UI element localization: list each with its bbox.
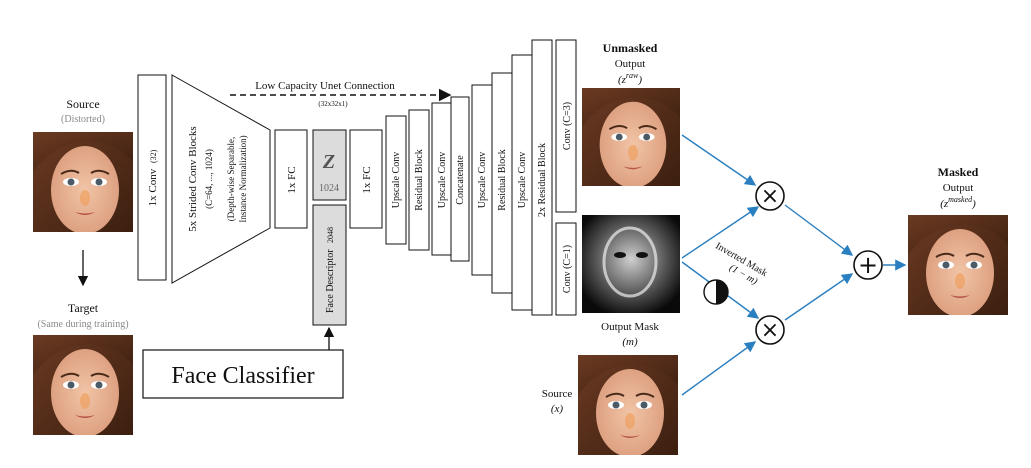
unmasked-sublabel: Output xyxy=(615,58,646,70)
strided-title: 5x Strided Conv Blocks xyxy=(187,126,199,231)
multiply-op-1-symbol: × xyxy=(761,184,779,209)
masked-sup: masked xyxy=(948,195,973,204)
source-x-symbol: (x) xyxy=(551,403,564,415)
concatenate-label: Concatenate xyxy=(455,155,466,205)
svg-text:(zraw): (zraw) xyxy=(618,71,642,86)
fc1-label: 1x FC xyxy=(286,166,298,193)
output-mask-image xyxy=(582,215,680,313)
fc2-block xyxy=(349,129,383,229)
concatenate-block xyxy=(450,96,470,262)
masked-title: Masked xyxy=(938,165,979,179)
strided-param: (C=64, ..., 1024) xyxy=(204,149,214,209)
conv-c3-label: Conv (C=3) xyxy=(562,102,573,150)
residual-2x-block xyxy=(531,39,553,316)
conv-c1-label: Conv (C=1) xyxy=(562,245,573,293)
conv-c1-block xyxy=(555,222,577,316)
upscale-conv-2-label: Upscale Conv xyxy=(437,152,448,208)
fc2-label: 1x FC xyxy=(361,166,373,193)
multiply-op-2-symbol: × xyxy=(761,318,779,343)
upscale-conv-1-label: Upscale Conv xyxy=(391,152,402,208)
conv1-block xyxy=(137,74,167,281)
masked-face-image xyxy=(908,215,1008,315)
source-x-face-image xyxy=(578,355,678,455)
masked-sublabel: Output xyxy=(943,182,974,194)
upscale-conv-4-label: Upscale Conv xyxy=(517,152,528,208)
unmasked-title: Unmasked xyxy=(603,41,658,55)
output-mask-label: Output Mask xyxy=(601,321,659,333)
unet-connection-size: (32x32x1) xyxy=(318,100,348,108)
residual-block-1-label: Residual Block xyxy=(414,149,425,210)
strided-note-2: Instance Normalization) xyxy=(238,135,248,222)
face-descriptor-block xyxy=(312,204,347,326)
multiply2-to-add-arrow xyxy=(784,273,854,321)
unet-connection-label: Low Capacity Unet Connection xyxy=(255,80,395,92)
masked-symbol: (z xyxy=(940,198,949,210)
mask-to-multiply-arrow xyxy=(681,206,760,259)
unmasked-sup: raw xyxy=(626,71,639,80)
source-to-multiply-arrow xyxy=(681,341,757,396)
multiply-op-1 xyxy=(755,181,785,211)
latent-z-dim: 1024 xyxy=(319,183,339,194)
face-classifier-block xyxy=(142,349,344,399)
residual-block-2-label: Residual Block xyxy=(497,149,508,210)
target-face-image xyxy=(33,335,133,435)
target-sublabel: (Same during training) xyxy=(37,319,128,330)
add-op xyxy=(853,250,883,280)
source-face-image xyxy=(33,132,133,232)
conv1-label: 1x Conv xyxy=(147,168,159,206)
face-classifier-label: Face Classifier xyxy=(171,363,314,389)
unmasked-close: ) xyxy=(637,74,642,86)
face-descriptor-dim: 2048 xyxy=(326,227,335,243)
source-x-label: Source xyxy=(542,388,573,400)
conv1-param: (32) xyxy=(149,149,158,163)
strided-note-1: (Depth-wise Separable, xyxy=(226,137,236,221)
multiply1-to-add-arrow xyxy=(784,204,854,256)
face-descriptor-label: Face Descriptor xyxy=(325,249,336,313)
svg-text:Face Descriptor 2048: Face Descriptor 2048 xyxy=(325,227,336,313)
residual-2x-label: 2x Residual Block xyxy=(537,143,548,217)
unmasked-symbol: (z xyxy=(618,74,627,86)
latent-z-label: Z xyxy=(322,151,335,173)
fc1-block xyxy=(274,129,308,229)
output-mask-symbol: (m) xyxy=(622,336,638,348)
add-op-symbol: + xyxy=(858,251,878,279)
latent-z-block xyxy=(312,129,347,201)
residual-block-1 xyxy=(408,109,430,251)
target-label: Target xyxy=(68,301,99,315)
svg-text:1x Conv (32): 1x Conv (32) xyxy=(147,149,159,206)
conv-c3-block xyxy=(555,39,577,213)
unmasked-to-multiply-arrow xyxy=(681,134,757,186)
masked-close: ) xyxy=(971,198,976,210)
upscale-conv-3-label: Upscale Conv xyxy=(477,152,488,208)
upscale-conv-1-block xyxy=(385,115,407,245)
unmasked-face-image xyxy=(582,88,680,186)
strided-conv-block xyxy=(171,74,271,284)
source-sublabel: (Distorted) xyxy=(61,114,105,125)
source-label: Source xyxy=(66,97,99,111)
multiply-op-2 xyxy=(755,315,785,345)
svg-text:(zmasked): (zmasked) xyxy=(940,195,976,210)
